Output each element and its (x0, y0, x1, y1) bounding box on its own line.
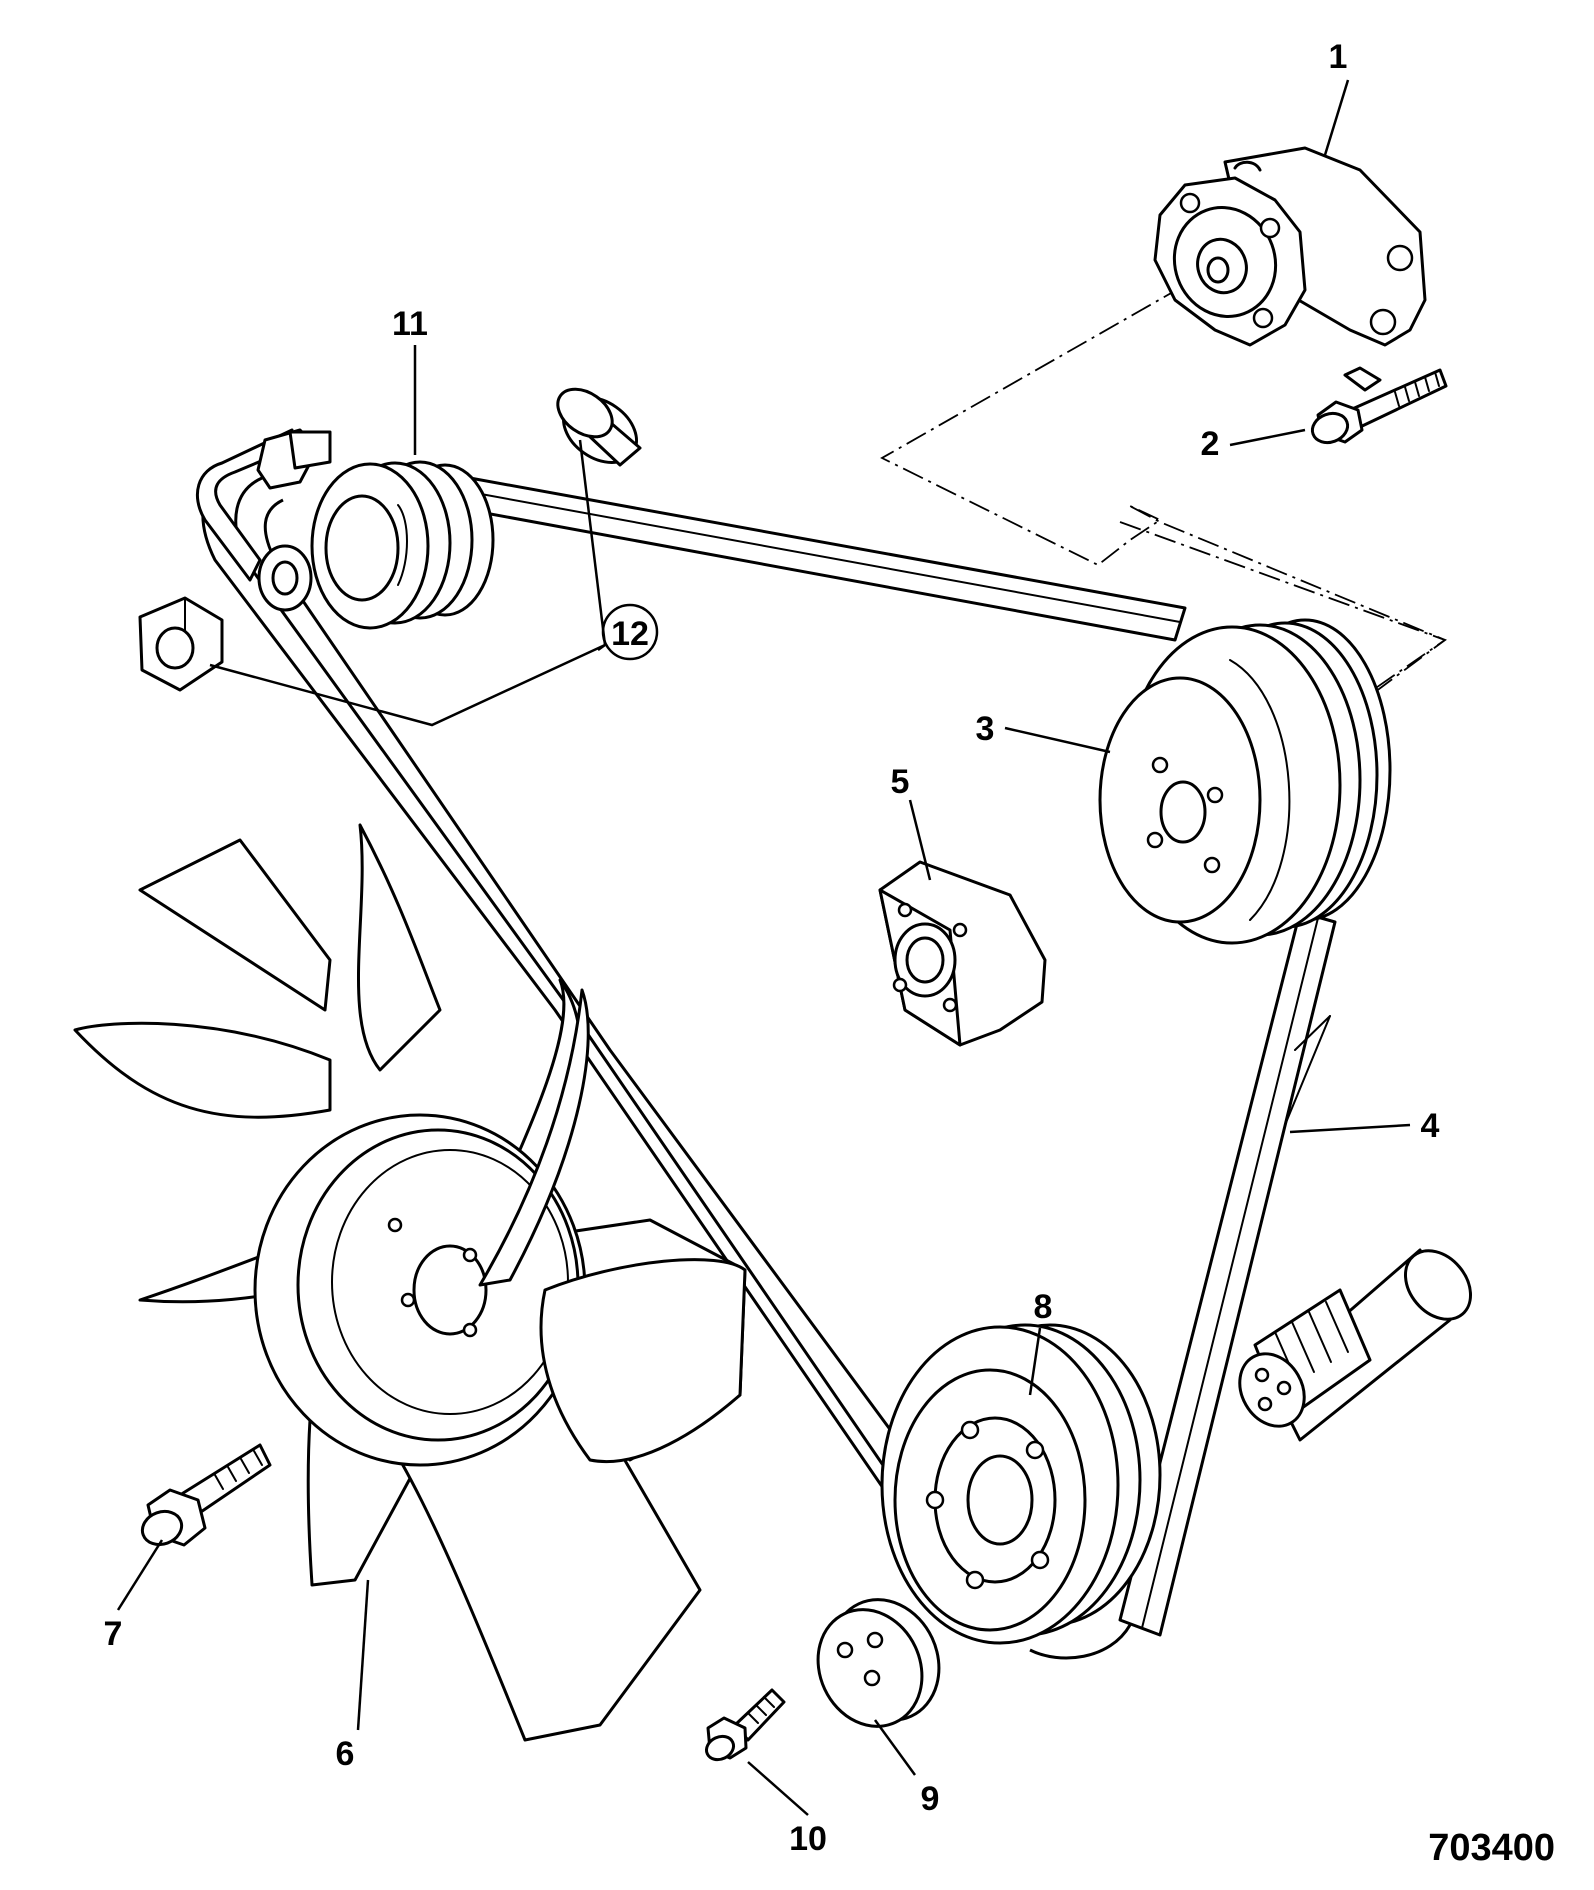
cooling-fan (73, 823, 747, 1742)
callout-7: 7 (104, 1615, 123, 1653)
assembly-centerlines (880, 267, 1447, 693)
water-pump-housing (1153, 146, 1427, 347)
callout-labels: 1 2 3 4 5 6 7 8 9 10 11 12 (104, 38, 1440, 1858)
callout-6: 6 (336, 1735, 355, 1773)
bolt-2 (1310, 366, 1448, 445)
callout-3: 3 (976, 710, 995, 748)
callout-8: 8 (1034, 1288, 1053, 1326)
leader-lines (116, 79, 1411, 1816)
callout-12-circle (601, 603, 659, 661)
bolt-10 (704, 1688, 786, 1762)
idler-pulley (195, 387, 642, 630)
callout-9: 9 (921, 1780, 940, 1818)
nut-12 (138, 596, 224, 692)
callout-11: 11 (392, 305, 428, 343)
water-pump-pulley (1098, 618, 1392, 945)
washer-plate-9 (816, 1598, 941, 1728)
bolt-7 (140, 1443, 272, 1547)
crankshaft-pulley (880, 1323, 1162, 1645)
crankshaft-end (1238, 1248, 1473, 1442)
callout-2: 2 (1201, 425, 1220, 463)
callout-12: 12 (611, 615, 649, 653)
callout-1: 1 (1329, 38, 1348, 76)
callout-10: 10 (789, 1820, 827, 1858)
drawing-reference-number: 703400 (1428, 1827, 1555, 1869)
callout-5: 5 (891, 763, 910, 801)
fan-spacer (878, 860, 1047, 1047)
callout-4: 4 (1421, 1107, 1440, 1145)
